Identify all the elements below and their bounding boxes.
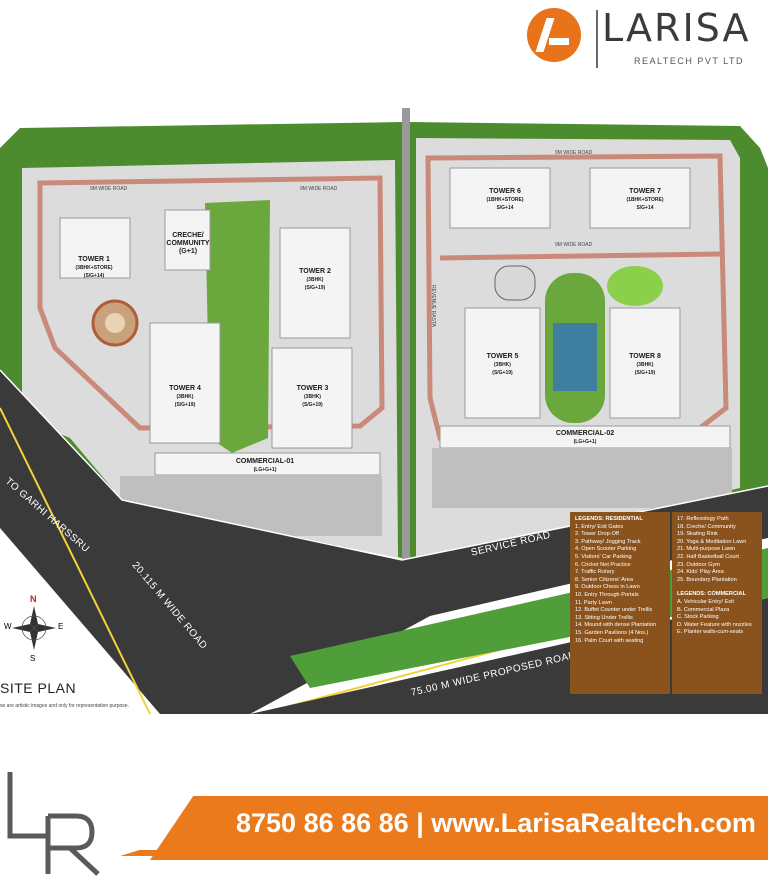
legend-item: 8. Senior Citizens' Area	[575, 576, 633, 583]
legend-residential-commercial: 17. Reflexology Path 18. Creche/ Communi…	[672, 512, 762, 694]
road-9m-label: 9M WIDE ROAD	[555, 242, 593, 248]
banner-underline	[120, 850, 768, 856]
lr-logo-icon	[4, 766, 114, 876]
tower-4-label: TOWER 4 (3BHK) (S/G+19)	[169, 385, 201, 408]
commercial-01-label: COMMERCIAL-01 (LG+G+1)	[235, 458, 295, 473]
revenue-rasta-label: REVENUE RASTA	[429, 285, 436, 327]
legend-item: 3. Pathway/ Jogging Track	[575, 538, 641, 545]
legend-item: 19. Skating Rink	[677, 531, 718, 538]
tower-6-label: TOWER 6 (1BHK+STORE) S/G+14	[486, 188, 524, 211]
website-link[interactable]: www.LarisaRealtech.com	[431, 808, 756, 838]
contact-banner	[150, 796, 768, 860]
compass-rose-icon: N E S W	[4, 594, 64, 664]
legend-item: 4. Open Scooter Parking	[575, 546, 637, 553]
legend-item: E. Planter walls-cum-seats	[677, 629, 744, 636]
legend-item: 9. Outdoor Chess in Lawn	[575, 584, 640, 591]
site-plan-map: TOWER 1 (3BHK+STORE) (S/G+14) CRECHE/ CO…	[0, 108, 768, 714]
road-9m-label: 9M WIDE ROAD	[555, 150, 593, 156]
compass-south: S	[30, 654, 36, 663]
legend-item: 20. Yoga & Meditation Lawn	[677, 538, 747, 545]
compass-east: E	[58, 622, 64, 631]
tower-7-label: TOWER 7 (1BHK+STORE) S/G+14	[626, 188, 664, 211]
legend-item: 22. Half Basketball Court	[677, 553, 739, 560]
legend-item: 6. Cricket Net Practice	[575, 561, 631, 568]
legend-item: A. Vehicular Entry/ Exit	[677, 598, 734, 605]
larisa-logo-icon	[527, 8, 581, 62]
tower-1-label: TOWER 1 (3BHK+STORE) (S/G+14)	[75, 256, 113, 279]
legend-item: 21. Multi-purpose Lawn	[677, 546, 736, 553]
legend-item: 14. Mound with dense Plantation	[575, 622, 657, 629]
legend-item: 17. Reflexology Path	[677, 516, 729, 522]
road-9m-label: 9M WIDE ROAD	[300, 186, 338, 192]
commercial-02-label: COMMERCIAL-02 (LG+G+1)	[555, 430, 615, 445]
legend-item: 1. Entry/ Exit Gates	[575, 523, 624, 530]
legend-item: 10. Entry Through Portals	[575, 591, 639, 598]
legend-item: 11. Party Lawn	[575, 599, 612, 606]
legend-item: 18. Creche/ Community	[677, 523, 736, 530]
legend-residential: LEGENDS: RESIDENTIAL 1. Entry/ Exit Gate…	[570, 512, 670, 694]
logo-divider	[596, 10, 598, 68]
compass-north: N	[30, 594, 37, 604]
legend-item: 7. Traffic Rotary	[575, 569, 615, 576]
contact-text: 8750 86 86 86 | www.LarisaRealtech.com	[236, 808, 756, 839]
separator: |	[416, 808, 424, 838]
legend-item: 24. Kids' Play Area	[677, 569, 724, 576]
site-plan-title: SITE PLAN	[0, 680, 77, 696]
legend-item: B. Commercial Plaza	[677, 606, 730, 613]
creche-community-label: CRECHE/ COMMUNITY (G+1)	[166, 232, 210, 255]
legend-item: 25. Boundary Plantation	[677, 576, 737, 583]
tower-8-label: TOWER 8 (3BHK) (S/G+19)	[629, 353, 661, 376]
legend-item: D. Water Feature with nozzles	[677, 621, 752, 628]
legend-item: 16. Palm Court with seating	[575, 637, 644, 644]
legend-item: C. Stock Parking	[677, 614, 719, 621]
tower-3-label: TOWER 3 (3BHK) (S/G+19)	[296, 385, 329, 408]
legend-item: 15. Garden Pavilions (4 Nos.)	[575, 629, 649, 636]
legend-item: 23. Outdoor Gym	[677, 561, 720, 568]
disclaimer-text: se are artistic images and only for repr…	[0, 703, 129, 709]
legend-item: 12. Buffet Counter under Trellis	[575, 607, 653, 614]
brand-subtitle: REALTECH PVT LTD	[634, 56, 745, 66]
phone-number[interactable]: 8750 86 86 86	[236, 808, 409, 838]
road-9m-label: 9M WIDE ROAD	[90, 186, 128, 192]
legend-item: 2. Tower Drop-Off	[575, 531, 619, 538]
compass-west: W	[4, 622, 12, 631]
tower-2-label: TOWER 2 (3BHK) (S/G+19)	[299, 268, 331, 291]
site-plan-drawing	[0, 108, 768, 714]
legend-item: 13. Sitting Under Trellis	[575, 614, 633, 621]
brand-name: LARISA	[602, 6, 751, 50]
legend-item: 5. Visitors' Car Parking	[575, 553, 632, 560]
tower-5-label: TOWER 5 (3BHK) (S/G+19)	[486, 353, 519, 376]
